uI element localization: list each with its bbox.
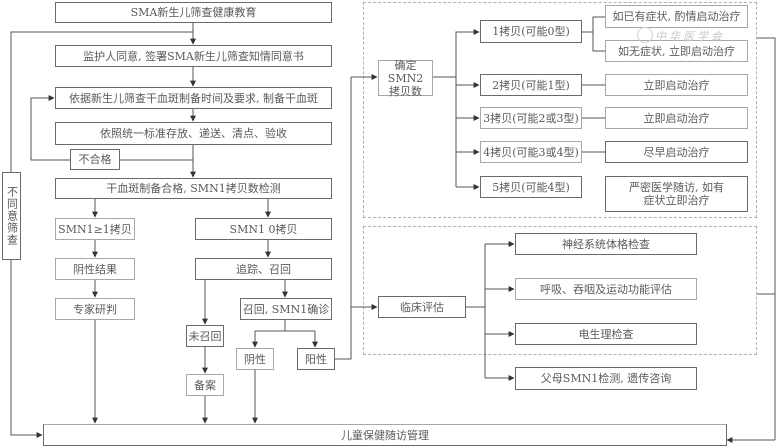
- copy2-box: 2拷贝(可能1型): [480, 74, 582, 96]
- smn1-0-box: SMN1 0拷贝: [195, 218, 332, 240]
- line-copy1-to-treat: [582, 16, 605, 52]
- track-recall-box: 追踪、召回: [195, 258, 332, 280]
- store-deliver-box: 依照统一标准存放、递送、清点、验收: [55, 122, 332, 145]
- treatment-copy3: 立即启动治疗: [605, 107, 748, 129]
- line-clinical-trunk: [466, 244, 486, 378]
- copy3-box: 3拷贝(可能2或3型): [480, 107, 582, 129]
- line-confirm-split: [255, 320, 315, 332]
- positive-box: 阳性: [297, 348, 335, 370]
- treatment-copy2: 立即启动治疗: [605, 74, 748, 96]
- clinical-group-container: [363, 226, 757, 355]
- watermark-seal-icon: [637, 27, 653, 43]
- smn1-ge1-box: SMN1≥1拷贝: [55, 218, 135, 240]
- copy1-box: 1拷贝(可能0型): [480, 20, 582, 43]
- clinical-electrophysiology: 电生理检查: [515, 323, 697, 345]
- record-box: 备案: [186, 374, 224, 396]
- clinical-neuro-exam: 神经系统体格检查: [515, 233, 697, 255]
- clinical-assessment-box: 临床评估: [378, 296, 466, 318]
- arrow-to-copy1: [455, 29, 480, 77]
- final-followup-box: 儿童保健随访管理: [43, 424, 727, 446]
- smn2-group-container: [363, 2, 757, 218]
- line-edu-to-refuse: [10, 31, 193, 172]
- copy5-box: 5拷贝(可能4型): [480, 176, 582, 198]
- treatment-copy5: 严密医学随访, 如有症状立即治疗: [605, 176, 748, 212]
- copy4-box: 4拷贝(可能3或4型): [480, 141, 582, 163]
- watermark-text: 中华医学会: [655, 30, 725, 43]
- arrow-refuse-to-final: [10, 260, 43, 438]
- health-education-box: SMA新生儿筛查健康教育: [55, 2, 332, 23]
- negative-result-box: 阴性结果: [55, 258, 135, 280]
- expert-review-box: 专家研判: [55, 298, 135, 320]
- arrow-unqualified-loop: [30, 95, 70, 161]
- determine-smn2-box: 确定SMN2拷贝数: [378, 59, 433, 98]
- clinical-function-eval: 呼吸、吞咽及运动功能评估: [515, 278, 697, 300]
- negative-box: 阴性: [236, 348, 274, 370]
- not-recalled-box: 未召回: [186, 325, 224, 347]
- treatment-copy1-symptomatic: 如已有症状, 酌情启动治疗: [605, 5, 748, 28]
- refuse-screening-box: 不同意筛查: [2, 172, 21, 260]
- line-positive-to-right: [335, 77, 352, 360]
- recall-confirm-box: 召回, SMN1确诊: [240, 298, 332, 320]
- clinical-parent-genetics: 父母SMN1检测, 遗传咨询: [515, 367, 697, 390]
- qualified-test-box: 干血斑制备合格, SMN1拷贝数检测: [55, 178, 332, 199]
- unqualified-box: 不合格: [70, 149, 120, 170]
- line-smn2-return: [757, 37, 776, 440]
- prepare-dbs-box: 依据新生儿筛查干血斑制备时间及要求, 制备干血斑: [55, 87, 332, 109]
- line-smn2-trunk: [432, 76, 457, 187]
- treatment-copy4: 尽早启动治疗: [605, 141, 748, 163]
- treatment-copy1-asymptomatic: 如无症状, 立即启动治疗: [605, 40, 748, 62]
- consent-box: 监护人同意, 签署SMA新生儿筛查知情同意书: [55, 45, 332, 67]
